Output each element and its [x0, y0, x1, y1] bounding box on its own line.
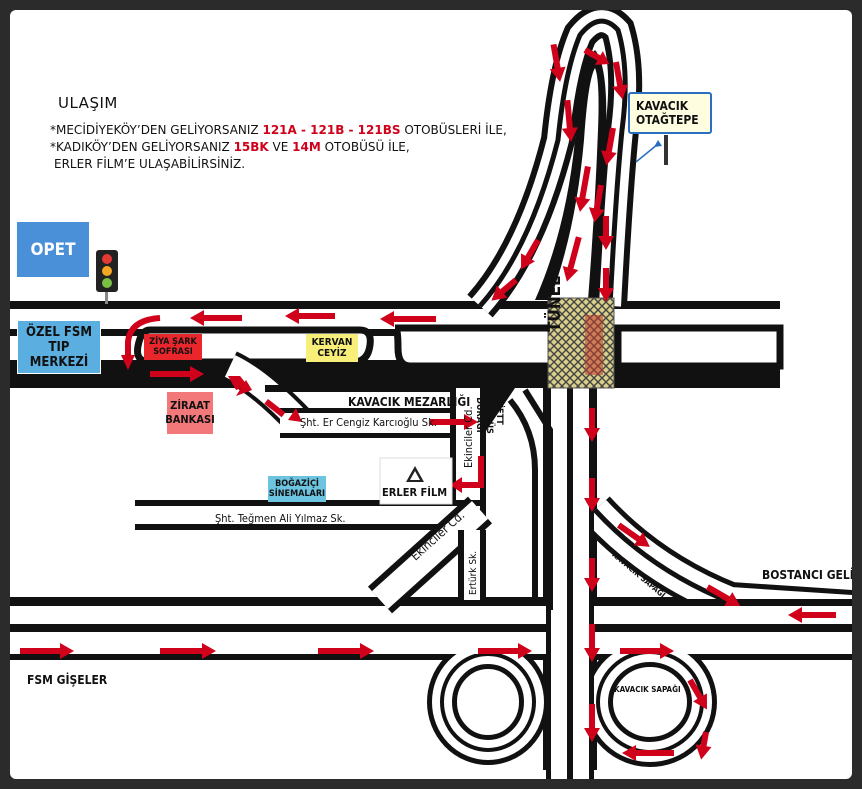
loop-left — [427, 639, 549, 765]
direction-arrow-icon — [160, 643, 216, 659]
bus-line-15bk: 15BK — [233, 140, 269, 154]
map-canvas: ULAŞIM *MECİDİYEKÖY’DEN GELİYORSANIZ 121… — [10, 10, 852, 779]
side-streets — [135, 351, 553, 614]
direction-arrow-icon — [318, 643, 374, 659]
direction-arrow-icon — [478, 643, 532, 659]
direction-arrow-icon — [20, 643, 74, 659]
tunnel-label: TÜNEL — [545, 276, 565, 332]
erler-film-label: ERLER FİLM — [382, 486, 448, 499]
bostanci-label: BOSTANCI GELİŞ — [762, 568, 852, 582]
direction-arrow-icon — [285, 308, 335, 324]
info-line-1: *MECİDİYEKÖY’DEN GELİYORSANIZ 121A - 121… — [50, 123, 507, 137]
sign-pointer — [635, 143, 659, 163]
median-island-far-right — [614, 324, 784, 370]
median-island-right — [392, 324, 562, 370]
direction-arrow-icon — [788, 607, 836, 623]
direction-arrow-icon — [150, 366, 204, 382]
kavacik-sapagi-label-2: KAVACIK SAPAĞI — [614, 685, 681, 694]
opet-box: OPET — [17, 222, 89, 277]
direction-arrow-icon — [622, 745, 674, 761]
info-line-3: ERLER FİLM’E ULAŞABİLİRSİNİZ. — [54, 157, 246, 171]
direction-arrow-icon — [264, 399, 302, 422]
direction-arrow-icon — [380, 311, 436, 327]
erler-film-logo-icon — [379, 457, 453, 505]
road-map — [10, 10, 852, 779]
bus-line-14m: 14M — [292, 140, 321, 154]
loop-right — [583, 637, 717, 767]
kavacik-mezarligi-label: KAVACIK MEZARLIĞI — [348, 395, 471, 409]
direction-arrow-icon — [620, 643, 674, 659]
transport-info: ULAŞIM *MECİDİYEKÖY’DEN GELİYORSANIZ 121… — [50, 94, 507, 173]
erturk-street-label: Ertürk Sk. — [468, 550, 479, 595]
ekinciler-cd-vertical-label: Ekinciler Cd. — [462, 406, 475, 468]
info-title: ULAŞIM — [58, 94, 118, 112]
direction-arrow-icon — [430, 414, 478, 430]
er-cengiz-street-label: Şht. Er Cengiz Karcıoğlu Sk. — [300, 416, 437, 429]
tegmen-ali-street-label: Şht. Teğmen Ali Yılmaz Sk. — [215, 512, 346, 525]
direction-arrow-icon — [190, 310, 242, 326]
iett-bus-stop-label: İETT OTOBÜS DURAĞI — [474, 396, 504, 434]
sign-post — [664, 135, 668, 165]
bus-lines-mecidiyekoy: 121A - 121B - 121BS — [262, 123, 401, 137]
direction-arrow-icon — [228, 376, 252, 396]
info-line-2: *KADIKÖY’DEN GELİYORSANIZ 15BK VE 14M OT… — [50, 140, 410, 154]
fsm-giseler-label: FSM GİŞELER — [27, 673, 108, 687]
direction-arrows — [20, 43, 836, 761]
traffic-light-icon — [96, 250, 118, 304]
